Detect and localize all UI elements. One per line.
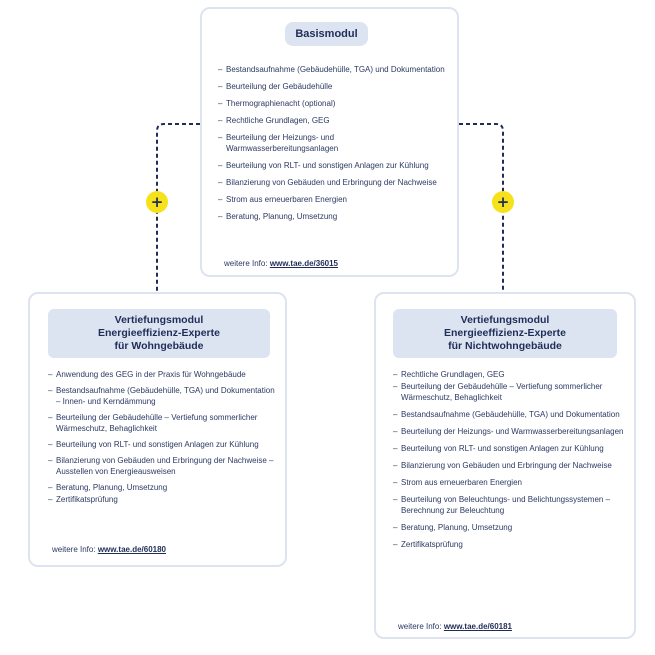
plus-icon-right: + (492, 191, 514, 213)
title-line: Vertiefungsmodul (114, 314, 204, 326)
plus-icon-left: + (146, 191, 168, 213)
list-item: Zertifikatsprüfung (393, 539, 625, 550)
list-item: Beurteilung von RLT- und sonstigen Anlag… (393, 443, 625, 454)
connector-right (459, 123, 504, 292)
list-item: Bestandsaufnahme (Gebäudehülle, TGA) und… (218, 64, 448, 75)
title-line: für Nichtwohngebäude (448, 340, 562, 352)
non-residential-module-card: Vertiefungsmodul Energieeffizienz-Expert… (374, 292, 636, 639)
list-item: Beratung, Planung, Umsetzung (393, 522, 625, 533)
list-item: Beratung, Planung, Umsetzung (218, 211, 448, 222)
residential-module-topic-list: Anwendung des GEG in der Praxis für Wohn… (48, 369, 278, 510)
list-item: Anwendung des GEG in der Praxis für Wohn… (48, 369, 278, 380)
list-item: Thermographienacht (optional) (218, 98, 448, 109)
list-item: Bestandsaufnahme (Gebäudehülle, TGA) und… (48, 385, 278, 407)
list-item: Beurteilung der Gebäudehülle – Vertiefun… (393, 381, 625, 403)
basis-more-info: weitere Info: www.tae.de/36015 (224, 258, 338, 269)
list-item: Rechtliche Grundlagen, GEG (218, 115, 448, 126)
list-item: Strom aus erneuerbaren Energien (393, 477, 625, 488)
title-line: Vertiefungsmodul (460, 314, 550, 326)
list-item: Bilanzierung von Gebäuden und Erbringung… (48, 455, 278, 477)
basis-module-topic-list: Bestandsaufnahme (Gebäudehülle, TGA) und… (218, 64, 448, 228)
non-residential-module-topic-list: Rechtliche Grundlagen, GEG Beurteilung d… (393, 369, 625, 556)
list-item: Bilanzierung von Gebäuden und Erbringung… (218, 177, 448, 188)
list-item: Beurteilung der Gebäudehülle (218, 81, 448, 92)
list-item: Bestandsaufnahme (Gebäudehülle, TGA) und… (393, 409, 625, 420)
plus-symbol-left: + (151, 193, 164, 211)
list-item: Beurteilung der Heizungs- und Warmwasser… (393, 426, 625, 437)
residential-more-info: weitere Info: www.tae.de/60180 (52, 544, 166, 555)
list-item: Bilanzierung von Gebäuden und Erbringung… (393, 460, 625, 471)
list-item: Strom aus erneuerbaren Energien (218, 194, 448, 205)
residential-info-link[interactable]: www.tae.de/60180 (97, 545, 166, 554)
basis-module-title: Basismodul (285, 22, 368, 46)
more-info-label: weitere Info: (52, 545, 96, 554)
list-item: Beratung, Planung, Umsetzung (48, 482, 278, 493)
non-residential-module-title: Vertiefungsmodul Energieeffizienz-Expert… (393, 309, 617, 358)
list-item: Zertifikatsprüfung (48, 494, 278, 505)
plus-symbol-right: + (497, 193, 510, 211)
non-residential-more-info: weitere Info: www.tae.de/60181 (398, 621, 512, 632)
list-item: Beurteilung von Beleuchtungs- und Belich… (393, 494, 625, 516)
list-item: Beurteilung der Heizungs- und Warmwasser… (218, 132, 448, 154)
basis-module-card: Basismodul Bestandsaufnahme (Gebäudehüll… (200, 7, 459, 277)
residential-module-title: Vertiefungsmodul Energieeffizienz-Expert… (48, 309, 270, 358)
non-residential-info-link[interactable]: www.tae.de/60181 (443, 622, 512, 631)
basis-info-link[interactable]: www.tae.de/36015 (269, 259, 338, 268)
list-item: Rechtliche Grundlagen, GEG (393, 369, 625, 380)
more-info-label: weitere Info: (224, 259, 268, 268)
residential-module-card: Vertiefungsmodul Energieeffizienz-Expert… (28, 292, 287, 567)
title-line: Energieeffizienz-Experte (444, 327, 566, 339)
title-line: Energieeffizienz-Experte (98, 327, 220, 339)
title-line: für Wohngebäude (114, 340, 204, 352)
more-info-label: weitere Info: (398, 622, 442, 631)
connector-left (156, 123, 200, 292)
list-item: Beurteilung von RLT- und sonstigen Anlag… (48, 439, 278, 450)
list-item: Beurteilung von RLT- und sonstigen Anlag… (218, 160, 448, 171)
list-item: Beurteilung der Gebäudehülle – Vertiefun… (48, 412, 278, 434)
